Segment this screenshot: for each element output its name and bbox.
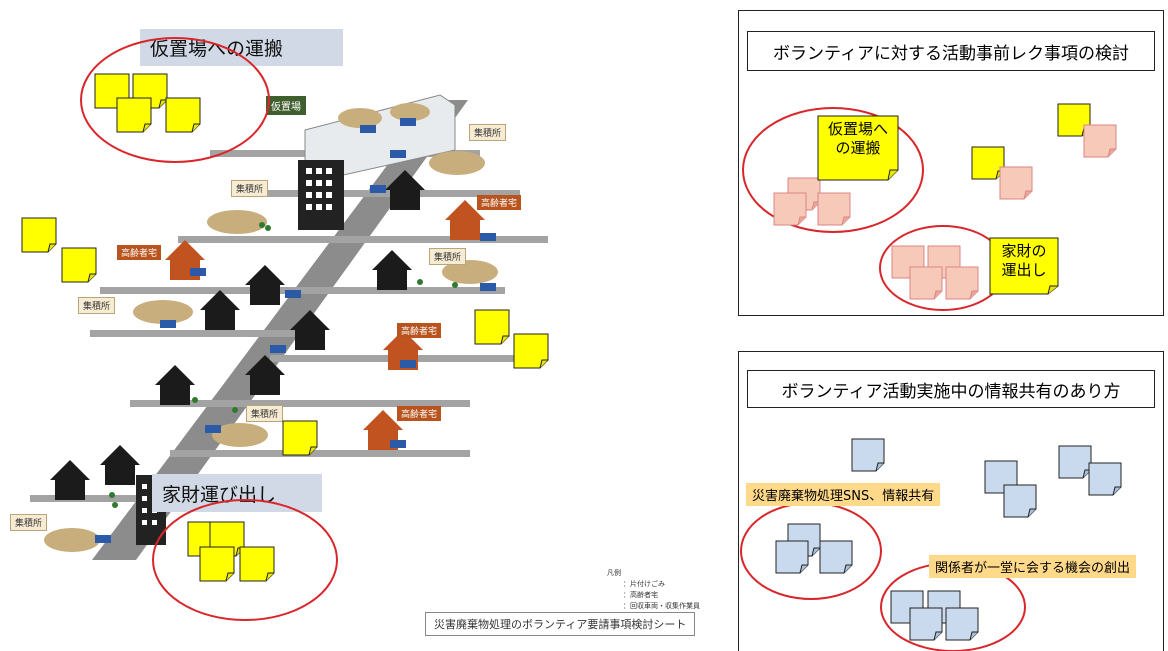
label-stakeholder-meeting: 関係者が一堂に会する機会の創出 <box>929 555 1137 578</box>
yellow-note <box>971 146 1005 180</box>
debris-piles <box>44 103 498 552</box>
blue-note <box>819 540 853 574</box>
tag-temp-site: 仮置場 <box>266 96 306 115</box>
tag-elderly-2: 高齢者宅 <box>117 245 162 260</box>
blue-note <box>1088 462 1122 496</box>
yellow-note <box>61 247 97 283</box>
note-temp-transport: 仮置場へ の運搬 <box>827 120 888 157</box>
blue-note <box>775 540 809 574</box>
pink-note <box>773 192 807 226</box>
tag-collection-6: 集積所 <box>10 514 48 531</box>
yellow-note <box>165 97 201 133</box>
tag-collection-3: 集積所 <box>429 248 467 265</box>
workers <box>109 222 458 508</box>
panel-pre-briefing-title: ボランティアに対する活動事前レク事項の検討 <box>747 31 1155 71</box>
yellow-note <box>474 309 510 345</box>
yellow-note <box>282 420 318 456</box>
pink-note <box>909 266 943 300</box>
pink-note <box>999 166 1033 200</box>
ellipse-pre-1 <box>742 107 924 233</box>
pink-note <box>945 266 979 300</box>
note-furniture: 家財の 運出し <box>1001 242 1047 279</box>
legend-item-debris: ：片付けごみ <box>623 580 665 588</box>
pink-note <box>817 192 851 226</box>
tag-elderly-3: 高齢者宅 <box>397 323 442 338</box>
tag-collection-1: 集積所 <box>469 124 507 141</box>
blue-note <box>1058 445 1092 479</box>
blue-note <box>851 438 885 472</box>
yellow-note <box>199 546 235 582</box>
tag-collection-2: 集積所 <box>231 180 269 197</box>
trucks <box>95 118 496 543</box>
legend: 凡例 ：片付けごみ ：高齢者宅 ：回収車両・収集作業員 <box>607 568 700 612</box>
tall-buildings <box>136 160 344 545</box>
tag-elderly-4: 高齢者宅 <box>397 406 442 421</box>
yellow-note <box>21 217 57 253</box>
blue-note <box>1003 484 1037 518</box>
label-temp-transport: 仮置場への運搬 <box>140 29 343 66</box>
houses <box>50 170 425 500</box>
panel-pre-briefing-notes <box>742 103 1117 311</box>
tag-elderly-1: 高齢者宅 <box>477 195 522 210</box>
blue-note <box>945 607 979 641</box>
pink-note <box>1083 124 1117 158</box>
panel-info-sharing-title: ボランティア活動実施中の情報共有のあり方 <box>747 370 1155 408</box>
tag-collection-4: 集積所 <box>78 297 116 314</box>
blue-note <box>909 607 943 641</box>
legend-item-vehicles: ：回収車両・収集作業員 <box>623 602 700 610</box>
label-sns-sharing: 災害廃棄物処理SNS、情報共有 <box>746 483 941 506</box>
yellow-note <box>513 333 549 369</box>
tag-collection-5: 集積所 <box>246 405 284 422</box>
yellow-note <box>116 97 152 133</box>
ellipse-temp-transport <box>80 37 270 163</box>
legend-item-elderly: ：高齢者宅 <box>623 591 658 599</box>
label-furniture: 家財運び出し <box>152 474 322 512</box>
legend-title: 凡例 <box>607 569 621 577</box>
yellow-note <box>239 546 275 582</box>
left-notes <box>21 37 549 621</box>
ellipse-furniture <box>152 499 338 621</box>
sheet-title: 災害廃棄物処理のボランティア要請事項検討シート <box>425 612 696 636</box>
